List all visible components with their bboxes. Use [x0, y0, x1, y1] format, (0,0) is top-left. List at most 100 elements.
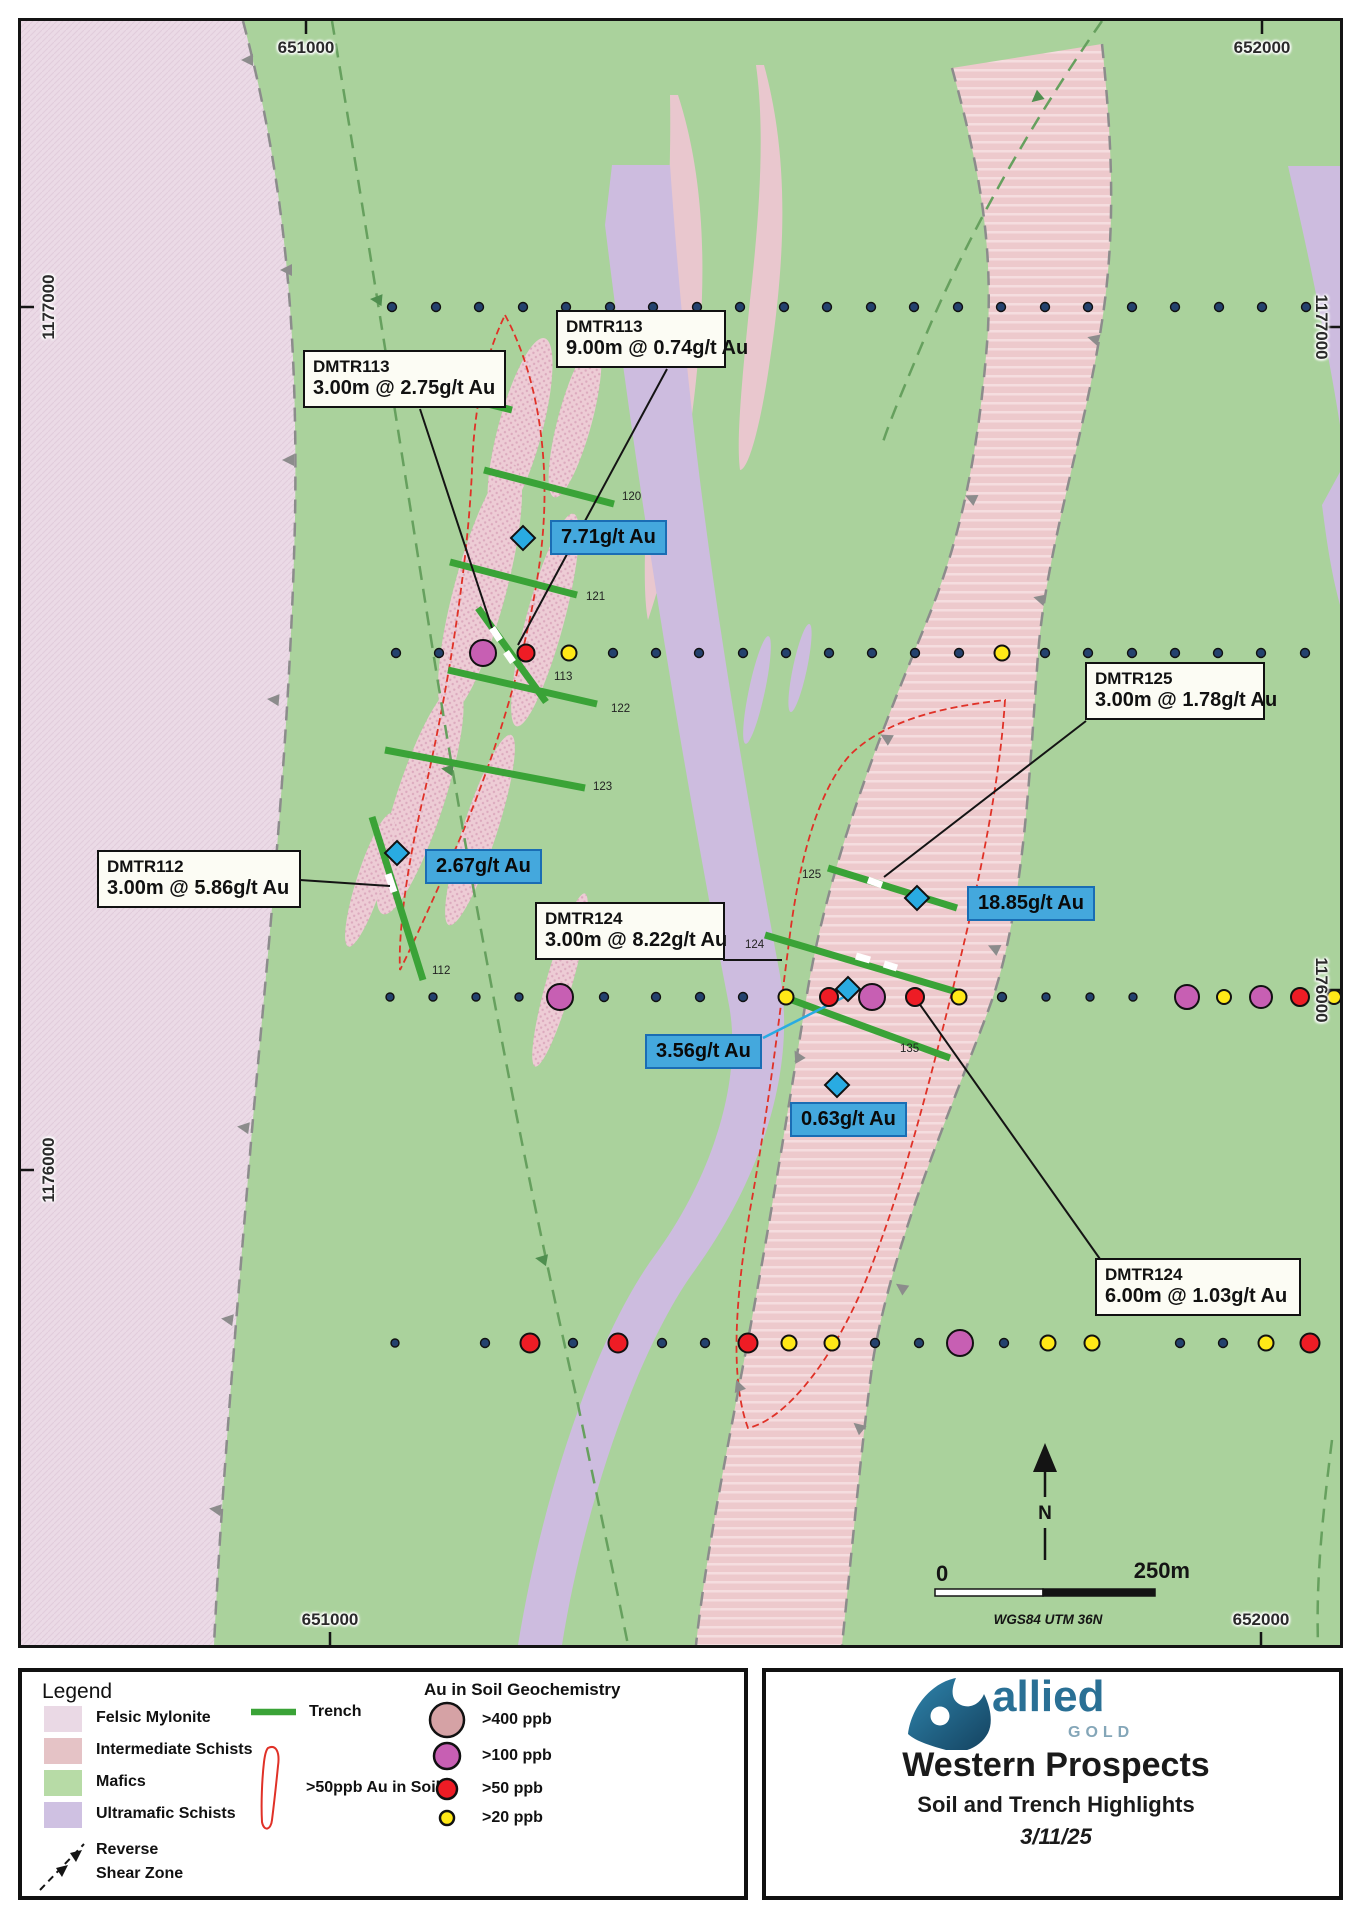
soil-sample-point — [1255, 647, 1267, 659]
soil-sample-point — [1169, 647, 1181, 659]
legend-geology-item: Felsic Mylonite — [44, 1706, 344, 1732]
soil-sample-point — [473, 301, 485, 313]
ultramafic-sliver — [788, 623, 812, 713]
soil-contour-legend-label: >50ppb Au in Soil — [306, 1779, 441, 1796]
soil-sample-point — [737, 1332, 759, 1354]
soil-sample-point — [737, 647, 749, 659]
ultramafic-corner — [1288, 166, 1340, 425]
soil-sample-point — [1128, 992, 1138, 1002]
svg-text:0: 0 — [936, 1561, 948, 1586]
legend-au-label: >50 ppb — [482, 1780, 543, 1797]
legend-geology-label: Ultramafic Schists — [96, 1805, 236, 1822]
soil-sample-point — [780, 1334, 798, 1352]
legend-au-circle — [428, 1701, 466, 1739]
legend-au-circle — [438, 1809, 456, 1827]
soil-sample-point — [650, 991, 662, 1003]
trench-line — [447, 666, 598, 708]
legend-symbols — [39, 1708, 296, 1891]
trench-number: 120 — [622, 491, 641, 503]
map-subtitle: Soil and Trench Highlights — [917, 1792, 1195, 1817]
trench-line — [384, 746, 586, 792]
allied-gold-logo-icon — [908, 1678, 991, 1750]
soil-sample-point — [386, 301, 398, 313]
legend-geology-item: Ultramafic Schists — [44, 1802, 344, 1828]
soil-sample-point — [734, 301, 746, 313]
felsic-mylonite-region — [21, 21, 296, 1645]
soil-sample-point — [1299, 1332, 1321, 1354]
svg-text:250m: 250m — [1134, 1558, 1190, 1583]
soil-sample-point — [1326, 989, 1340, 1005]
map-title: Western Prospects — [902, 1746, 1210, 1784]
soil-sample-point — [1085, 992, 1095, 1002]
soil-sample-point — [913, 1337, 925, 1349]
soil-sample-point — [993, 644, 1011, 662]
soil-sample-point — [519, 1332, 541, 1354]
soil-sample-point — [567, 1337, 579, 1349]
soil-sample-point — [1213, 301, 1225, 313]
intermediate-schists-band — [696, 44, 1112, 1645]
trench-number: 135 — [900, 1043, 919, 1055]
au-geochem-title: Au in Soil Geochemistry — [424, 1680, 621, 1699]
trench-line — [764, 931, 958, 996]
soil-sample-point — [694, 991, 706, 1003]
title-panel: allied GOLD Western Prospects Soil and T… — [762, 1668, 1343, 1900]
assay-diamond-marker — [509, 524, 537, 552]
grid-ticks — [21, 21, 1340, 1645]
soil-sample-point — [1299, 647, 1311, 659]
soil-sample-point — [428, 992, 438, 1002]
soil-anomaly-north — [398, 313, 546, 974]
soil-sample-point — [607, 647, 619, 659]
shear-legend-label-2: Shear Zone — [96, 1865, 184, 1882]
assay-diamond-marker — [823, 1071, 851, 1099]
legend-au-circle — [435, 1777, 459, 1801]
soil-sample-point — [1174, 1337, 1186, 1349]
north-arrow: N — [1033, 1443, 1057, 1560]
soil-sample-point — [1039, 1334, 1057, 1352]
soil-sample-point — [1212, 647, 1224, 659]
soil-sample-point — [469, 639, 497, 667]
soil-sample-point — [516, 643, 536, 663]
legend-color-swatch — [44, 1770, 82, 1796]
scale-bar: 0 250m WGS84 UTM 36N — [934, 1558, 1190, 1627]
shear-legend-label-1: Reverse — [96, 1841, 159, 1858]
soil-sample-point — [650, 647, 662, 659]
soil-sample-point — [691, 301, 703, 313]
soil-sample-point — [1216, 989, 1232, 1005]
soil-sample-point — [908, 301, 920, 313]
soil-sample-point — [869, 1337, 881, 1349]
legend-au-label: >400 ppb — [482, 1711, 552, 1728]
soil-sample-point — [1082, 301, 1094, 313]
legend-geology-label: Mafics — [96, 1773, 146, 1790]
soil-sample-point — [1082, 647, 1094, 659]
trench-number: 112 — [432, 965, 450, 977]
soil-sample-point — [1249, 985, 1273, 1009]
soil-sample-point — [604, 301, 616, 313]
legend-color-swatch — [44, 1738, 82, 1764]
legend-geology-item: Mafics — [44, 1770, 344, 1796]
ultramafic-sliver — [743, 636, 771, 744]
soil-sample-point — [1217, 1337, 1229, 1349]
soil-sample-point — [1169, 301, 1181, 313]
legend-color-swatch — [44, 1706, 82, 1732]
ultramafic-sliver — [1322, 472, 1340, 605]
soil-sample-point — [1039, 301, 1051, 313]
assay-diamond-marker — [903, 884, 931, 912]
soil-sample-point — [950, 988, 968, 1006]
soil-sample-point — [737, 991, 749, 1003]
soil-sample-point — [647, 301, 659, 313]
svg-text:WGS84 UTM 36N: WGS84 UTM 36N — [994, 1612, 1103, 1627]
soil-sample-point — [905, 987, 925, 1007]
soil-sample-point — [517, 301, 529, 313]
soil-sample-point — [823, 647, 835, 659]
legend-au-label: >100 ppb — [482, 1747, 552, 1764]
trench-line — [483, 466, 615, 508]
trench-number: 113 — [554, 671, 572, 683]
soil-sample-point — [1290, 987, 1310, 1007]
trench-number: 121 — [586, 591, 605, 603]
soil-sample-point — [996, 991, 1008, 1003]
trench-number: 123 — [593, 781, 612, 793]
